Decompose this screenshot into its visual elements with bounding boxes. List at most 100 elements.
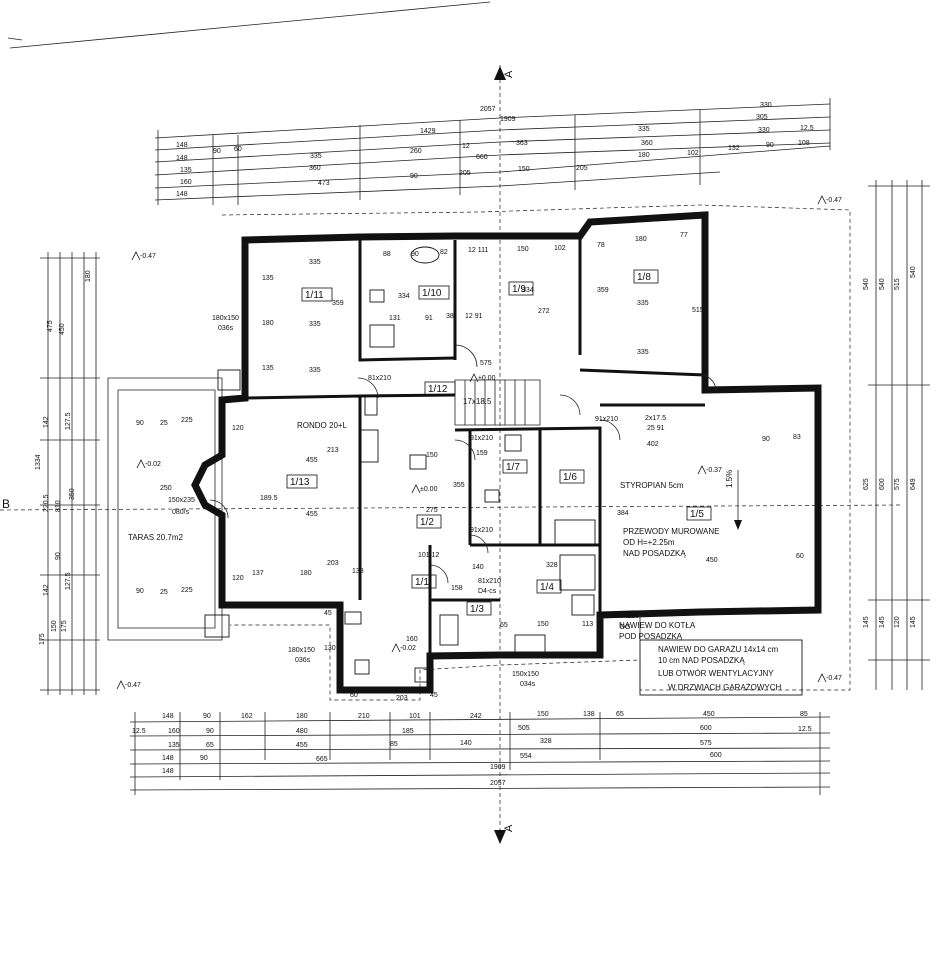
room-label-r12-box bbox=[416, 514, 442, 529]
dim-right-7: 649 bbox=[910, 478, 917, 490]
dim-inner-58: 203 bbox=[396, 695, 408, 702]
opening-label-8: 150x150 bbox=[512, 671, 539, 678]
level-marker-2 bbox=[817, 673, 827, 683]
dim-right-6: 575 bbox=[894, 478, 901, 490]
dim-bottom-14: 90 bbox=[206, 728, 214, 735]
room-label-r12: 1/2 bbox=[420, 517, 434, 528]
room-label-r18-box bbox=[633, 269, 659, 284]
dim-top-9: 90 bbox=[213, 148, 221, 155]
dim-inner-17: 335 bbox=[309, 367, 321, 374]
dim-right-10: 120 bbox=[894, 616, 901, 628]
dim-inner-39: 450 bbox=[706, 557, 718, 564]
dim-right-2: 515 bbox=[894, 278, 901, 290]
dim-inner-28: 275 bbox=[426, 507, 438, 514]
level-label-6: -0.02 bbox=[145, 461, 161, 468]
dim-inner-52: 225 bbox=[181, 587, 193, 594]
dim-inner-38: 83 bbox=[793, 434, 801, 441]
dim-inner-49: 384 bbox=[617, 510, 629, 517]
dim-inner-41: 328 bbox=[546, 562, 558, 569]
dim-inner-64: 120 bbox=[232, 575, 244, 582]
dim-inner-26: 150 bbox=[426, 452, 438, 459]
nawiew-garazu-note-2: 10 cm NAD POSADZKĄ bbox=[658, 656, 745, 665]
dim-left-12: 150 bbox=[51, 620, 58, 632]
dim-top-8: 148 bbox=[176, 142, 188, 149]
room-label-r111-box bbox=[301, 287, 333, 302]
dim-bottom-33: 1909 bbox=[490, 764, 506, 771]
dim-top-0: 2057 bbox=[480, 106, 496, 113]
terrace-outline bbox=[107, 377, 223, 641]
dim-bottom-7: 150 bbox=[537, 711, 549, 718]
room-label-r110-box bbox=[418, 285, 450, 300]
nawiew-kotla-note-2: POD POSADZKĄ bbox=[619, 632, 683, 641]
dim-top-20: 132 bbox=[728, 145, 740, 152]
dim-right-0: 540 bbox=[863, 278, 870, 290]
dim-inner-8: 180 bbox=[635, 236, 647, 243]
dim-right-11: 145 bbox=[910, 616, 917, 628]
dim-top-28: 205 bbox=[459, 170, 471, 177]
dim-top-29: 150 bbox=[518, 166, 530, 173]
dim-left-3: 142 bbox=[43, 416, 50, 428]
dim-top-24: 360 bbox=[309, 165, 321, 172]
opening-label-9: 034s bbox=[520, 681, 536, 688]
room-label-r13: 1/3 bbox=[470, 604, 484, 615]
opening-label-4: 180x150 bbox=[288, 647, 315, 654]
foundation-outline bbox=[221, 204, 851, 701]
paper-edge-line bbox=[9, 1, 491, 49]
room-label-r15: 1/5 bbox=[690, 509, 704, 520]
dim-inner-7: 78 bbox=[597, 242, 605, 249]
door-swings bbox=[209, 344, 717, 584]
przewody-note-1: PRZEWODY MUROWANE bbox=[623, 527, 719, 536]
dim-inner-50: 250 bbox=[160, 485, 172, 492]
dim-right-9: 145 bbox=[879, 616, 886, 628]
level-label-1: -0.47 bbox=[826, 197, 842, 204]
dim-inner-4: 12 111 bbox=[468, 247, 488, 254]
dim-inner-24: 575 bbox=[480, 360, 492, 367]
dim-bottom-1: 90 bbox=[203, 713, 211, 720]
dim-inner-12: 91 bbox=[425, 315, 433, 322]
stairs-note: 17x18.5 bbox=[463, 397, 492, 406]
dim-inner-63: 120 bbox=[232, 425, 244, 432]
room-label-r13-box bbox=[466, 601, 492, 616]
terrace-planter-top bbox=[217, 369, 241, 391]
dim-top-2: 1909 bbox=[500, 116, 516, 123]
opening-label-5: 036s bbox=[295, 657, 311, 664]
opening-label-0: 180x150 bbox=[212, 315, 239, 322]
dim-right-1: 540 bbox=[879, 278, 886, 290]
slope-note: 1.5% bbox=[725, 470, 734, 488]
nawiew-garazu-note-4: W DRZWIACH GARAŻOWYCH bbox=[668, 683, 782, 692]
dim-inner-55: 25 bbox=[160, 420, 168, 427]
level-label-7: -0.37 bbox=[706, 467, 722, 474]
dim-bottom-4: 210 bbox=[358, 713, 370, 720]
dim-bottom-13: 160 bbox=[168, 728, 180, 735]
styropian-note: STYROPIAN 5cm bbox=[620, 481, 684, 490]
przewody-note-2: OD H=+2.25m bbox=[623, 538, 675, 547]
dim-left-10: 142 bbox=[43, 584, 50, 596]
opening-label-14: 91x210 bbox=[595, 416, 618, 423]
dim-bottom-32: 148 bbox=[162, 768, 174, 775]
dim-inner-44: 158 bbox=[451, 585, 463, 592]
dim-inner-47: 113 bbox=[582, 621, 593, 628]
dim-bottom-17: 505 bbox=[518, 725, 530, 732]
section-arrow-a-bottom bbox=[494, 830, 506, 844]
dim-right-3: 540 bbox=[910, 266, 917, 278]
dim-inner-37: 90 bbox=[762, 436, 770, 443]
dim-top-1: 330 bbox=[760, 102, 772, 109]
terrace-inner-outline bbox=[117, 389, 216, 629]
section-arrow-a-top bbox=[494, 66, 506, 80]
przewody-note-3: NAD POSADZKĄ bbox=[623, 549, 686, 558]
level-label-3: -0.47 bbox=[125, 682, 141, 689]
dim-top-13: 360 bbox=[641, 140, 653, 147]
room-label-r112: 1/12 bbox=[428, 384, 448, 395]
nawiew-garazu-note-1: NAWIEW DO GARAŻU 14x14 cm bbox=[658, 645, 779, 654]
level-marker-0 bbox=[131, 251, 141, 261]
inner-walls bbox=[243, 238, 706, 656]
level-label-2: -0.47 bbox=[826, 675, 842, 682]
dim-top-31: 148 bbox=[176, 191, 188, 198]
room-label-r17: 1/7 bbox=[506, 462, 520, 473]
dim-bottom-21: 65 bbox=[206, 742, 214, 749]
dim-inner-30: 137 bbox=[252, 570, 264, 577]
opening-label-16: 25 91 bbox=[647, 425, 665, 432]
fixtures bbox=[344, 246, 596, 683]
level-marker-5 bbox=[411, 484, 421, 494]
dim-bottom-30: 554 bbox=[520, 753, 532, 760]
